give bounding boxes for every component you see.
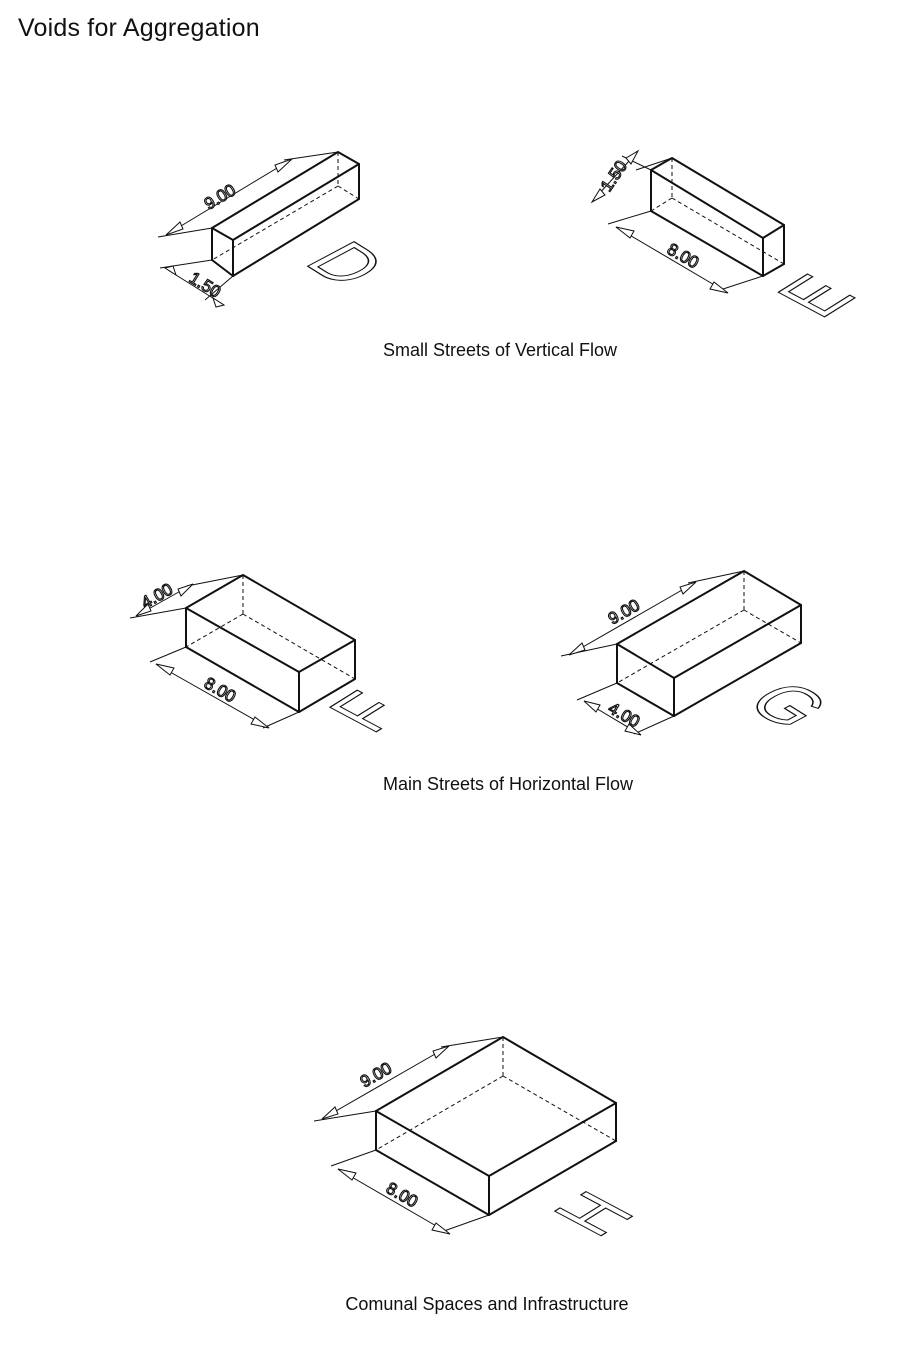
module-e-letter: E [760, 264, 873, 327]
module-g-dimension-width: 4.00 [576, 682, 675, 736]
module-f: 4.00 8.00 F [129, 574, 421, 743]
module-h-dim-length: 9.00 [357, 1058, 395, 1091]
module-f-dim-length: 8.00 [201, 673, 239, 706]
module-d-dim-width: 1.50 [186, 268, 224, 302]
module-e: 1.50 8.00 E [590, 149, 873, 328]
module-g-letter: G [728, 671, 847, 738]
module-e-dim-length: 8.00 [664, 239, 702, 272]
page-title: Voids for Aggregation [18, 14, 260, 42]
module-h-dimension-length: 9.00 [313, 1036, 504, 1122]
module-e-dim-width: 1.50 [597, 157, 631, 195]
module-d-dimension-length: 9.00 [157, 151, 339, 238]
module-h-box [375, 1036, 617, 1216]
caption-small-streets: Small Streets of Vertical Flow [383, 340, 618, 360]
module-h-letter: H [536, 1181, 652, 1246]
module-g: 9.00 4.00 G [560, 570, 848, 739]
module-g-dim-width: 4.00 [605, 698, 643, 731]
caption-main-streets: Main Streets of Horizontal Flow [383, 774, 634, 794]
module-f-box [185, 574, 356, 713]
module-e-box [650, 157, 785, 277]
module-d-letter: D [288, 231, 404, 296]
module-d-box [211, 151, 360, 277]
module-f-letter: F [311, 681, 421, 743]
module-h: 9.00 8.00 H [313, 1036, 653, 1247]
module-g-box [616, 570, 802, 717]
module-d-dim-length: 9.00 [201, 180, 239, 213]
caption-communal-spaces: Comunal Spaces and Infrastructure [345, 1294, 628, 1314]
module-f-dim-width: 4.00 [138, 579, 176, 612]
module-g-dimension-length: 9.00 [560, 570, 745, 657]
module-d: 9.00 1.50 D [157, 151, 405, 308]
